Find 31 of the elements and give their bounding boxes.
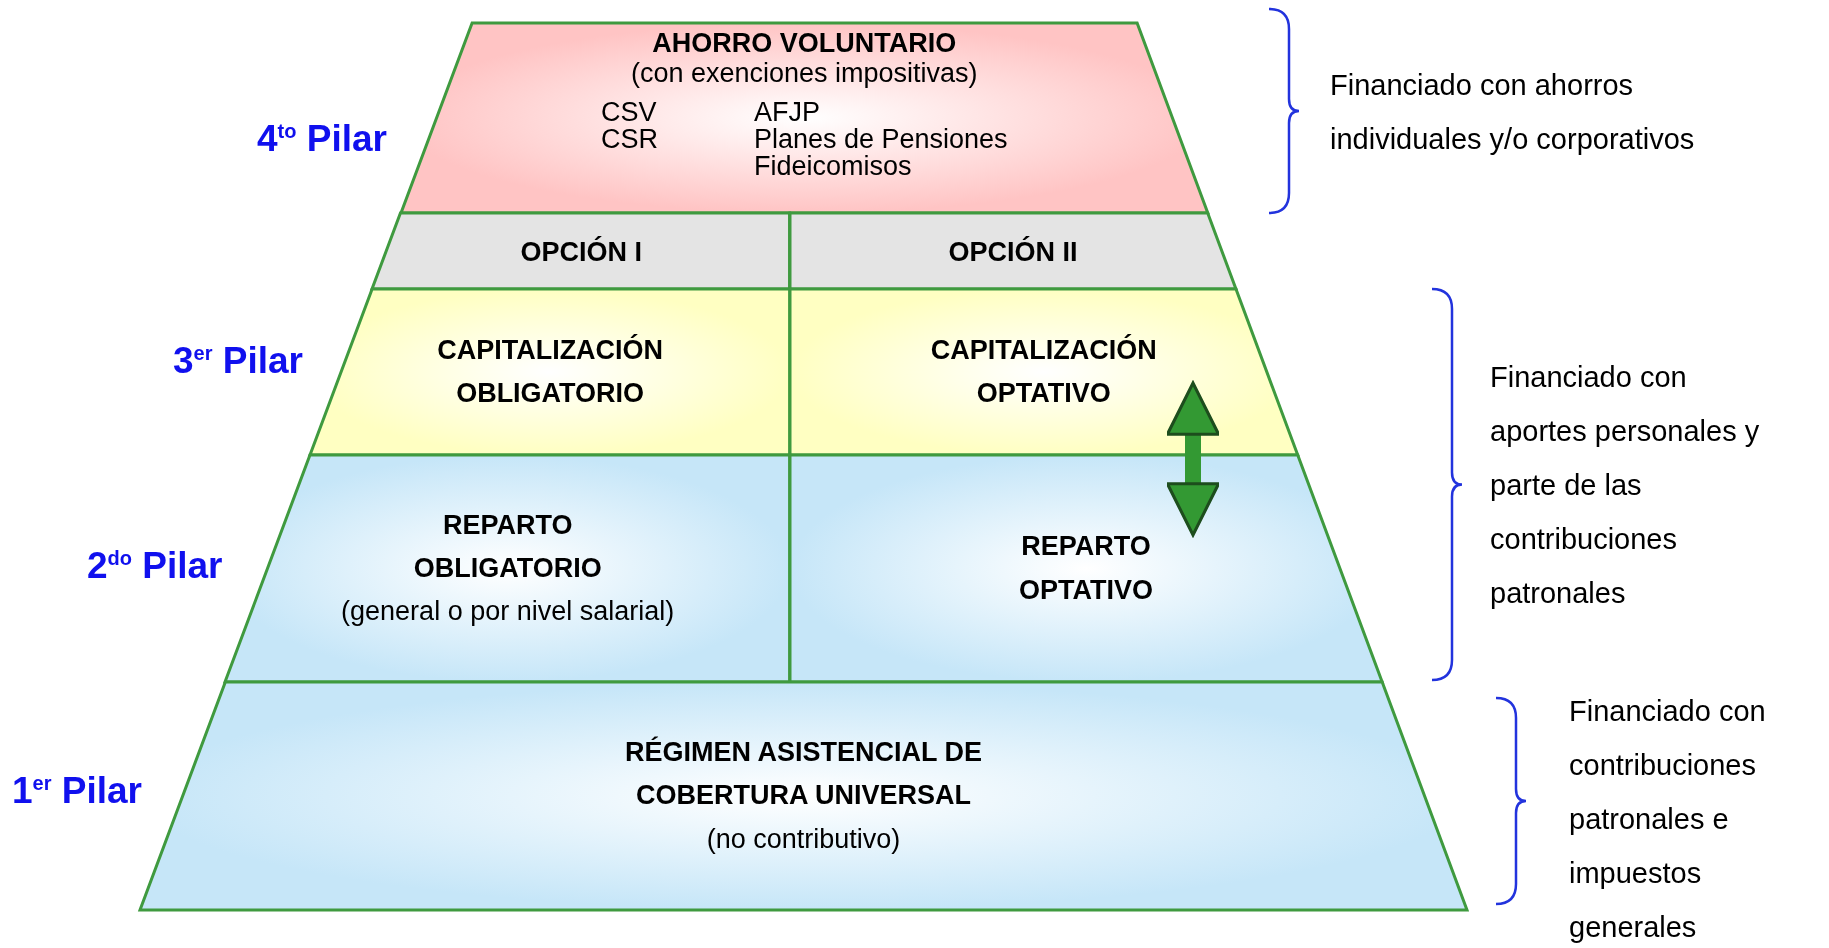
fund-item: Fideicomisos <box>753 153 913 181</box>
pyramid-band <box>790 289 1298 455</box>
funding-note: Financiado con contribuciones patronales e impuestos generales <box>1569 694 1767 945</box>
fund-item: Planes de Pensiones <box>753 126 1008 154</box>
band-note: (no contributivo) <box>706 822 901 856</box>
band-heading: REPARTO OPTATIVO <box>1019 530 1154 607</box>
band-heading: CAPITALIZACIÓN OBLIGATORIO <box>437 333 664 410</box>
pyramid-band <box>400 23 1208 213</box>
funding-note: Financiado con ahorros individuales y/o corporativos <box>1330 68 1696 157</box>
pillar-label: 2$^{do}$ Pilar <box>87 545 223 587</box>
fund-item: CSR <box>600 126 658 154</box>
option-band <box>372 213 790 289</box>
band-heading: RÉGIMEN ASISTENCIAL DE COBERTURA UNIVERSAL <box>623 735 983 813</box>
funding-note: Financiado con aportes personales y parte de las contribuciones patronales <box>1490 360 1761 611</box>
pyramid-band <box>225 455 790 682</box>
option-band <box>790 213 1236 289</box>
band-heading: REPARTO OBLIGATORIO <box>413 508 602 585</box>
pyramid-band <box>310 289 790 455</box>
double-arrow <box>1165 381 1221 537</box>
pillar-label: 1$^{er}$ Pilar <box>12 770 142 812</box>
band-heading: CAPITALIZACIÓN OPTATIVO <box>930 333 1157 410</box>
band-heading: AHORRO VOLUNTARIO <box>652 27 957 60</box>
pillar-label: 4$^{to}$ Pilar <box>257 118 387 160</box>
band-heading: OPCIÓN II <box>948 235 1078 270</box>
pillar-label: 3$^{er}$ Pilar <box>173 340 303 382</box>
fund-item: CSV <box>600 99 658 127</box>
band-heading: OPCIÓN I <box>520 235 642 270</box>
band-note: (con exenciones impositivas) <box>630 59 978 90</box>
pyramid-band <box>790 455 1383 682</box>
fund-item: AFJP <box>753 99 821 127</box>
band-note: (general o por nivel salarial) <box>341 595 675 629</box>
